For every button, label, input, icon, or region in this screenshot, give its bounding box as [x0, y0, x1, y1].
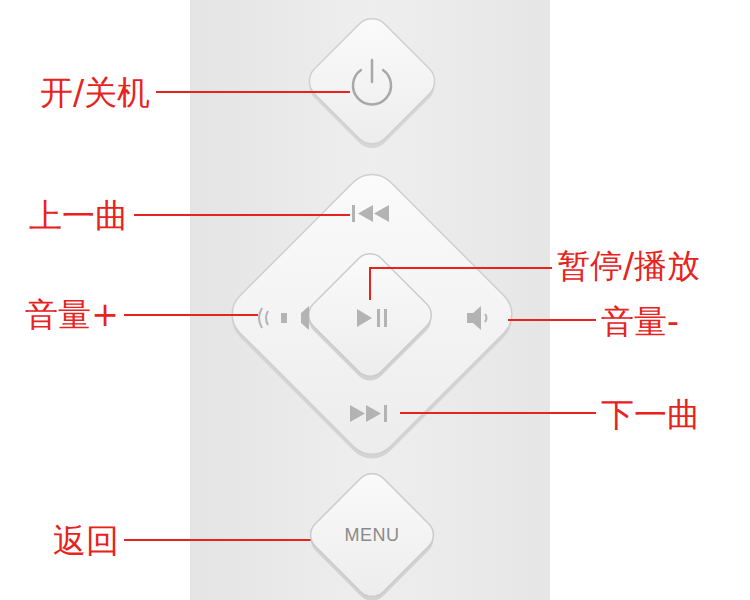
volume-down-icon	[467, 306, 487, 330]
leader-line	[370, 268, 552, 300]
leader-line	[124, 314, 258, 316]
callout-label: 上一曲	[29, 199, 128, 232]
volume-up-icon	[259, 306, 309, 330]
play-pause-icon	[357, 309, 387, 327]
previous-icon	[352, 205, 389, 222]
next-icon	[350, 405, 387, 422]
callout-label: 音量-	[601, 305, 679, 338]
leader-line	[508, 319, 596, 321]
button-text: MENU	[345, 525, 400, 546]
callout-label: 音量+	[25, 298, 119, 331]
menu-button: MENU	[302, 465, 442, 600]
power-icon	[353, 60, 391, 104]
leader-line	[134, 214, 350, 216]
callout-label: 开/关机	[40, 76, 150, 109]
leader-line	[124, 539, 326, 541]
callout-label: 暂停/播放	[557, 249, 700, 282]
direction-pad	[219, 164, 524, 469]
callout-label: 返回	[53, 524, 119, 557]
power-button	[300, 11, 444, 155]
leader-lines	[124, 92, 596, 540]
leader-line	[156, 91, 350, 93]
leader-line	[400, 412, 596, 414]
callout-label: 下一曲	[601, 398, 700, 431]
